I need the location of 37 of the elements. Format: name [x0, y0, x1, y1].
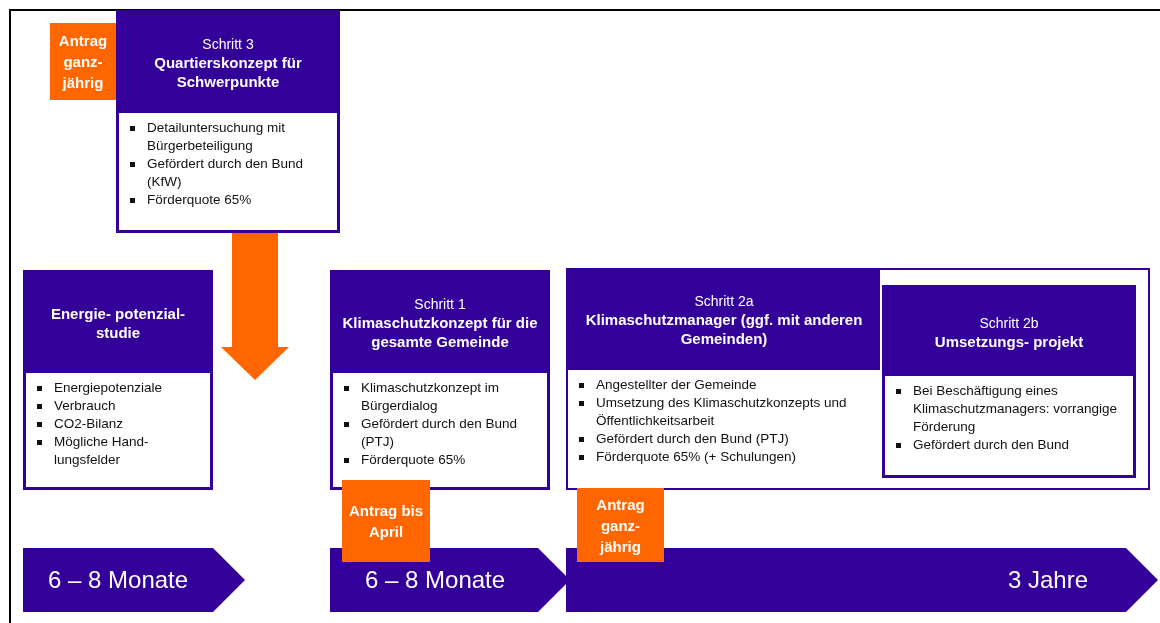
bullet-text: Gefördert durch den Bund (PTJ)	[361, 416, 518, 449]
step-title: Energie- potenzial- studie	[49, 304, 187, 342]
duration-label: 6 – 8 Monate	[48, 566, 189, 594]
bullet-text: CO2-Bilanz	[54, 416, 124, 431]
step-card	[116, 10, 340, 233]
step-title: Umsetzungs- projekt	[933, 331, 1085, 351]
duration-label: 3 Jahre	[1007, 566, 1088, 594]
group-frame	[566, 268, 1150, 490]
deadline-tag: Antrag ganz- jährig	[577, 488, 664, 562]
step-number: Schritt 2b	[978, 313, 1040, 332]
bullet-text: Gefördert durch den Bund (PTJ)	[596, 431, 789, 446]
bullet-text: Verbrauch	[54, 398, 116, 413]
bullet-text: Gefördert durch den Bund (KfW)	[147, 156, 304, 189]
step-number: Schritt 3	[201, 35, 255, 53]
bullet-text: Umsetzung des Klimaschutzkonzepts und Öffentlichkeitsarbeit	[596, 395, 847, 428]
step-card	[882, 285, 1136, 478]
bullet-text: Förderquote 65%	[147, 192, 252, 207]
bullet-text: Förderquote 65% (+ Schulungen)	[596, 449, 796, 464]
bullet-text: Gefördert durch den Bund	[913, 437, 1070, 452]
deadline-tag: Antrag ganz- jährig	[50, 23, 116, 100]
step-title: Klimaschutzmanager (ggf. mit anderen Gemeinden)	[584, 310, 864, 348]
duration-label: 6 – 8 Monate	[365, 566, 506, 594]
bullet-text: Bei Beschäftigung eines Klimaschutzmanagers: vorrangige Förderung	[913, 383, 1118, 434]
duration-band	[23, 548, 245, 612]
step-card	[330, 270, 550, 490]
bullet-text: Detailuntersuchung mit Bürgerbeteiligung	[147, 120, 286, 153]
step-number: Schritt 1	[413, 295, 467, 313]
bullet-text: Klimaschutzkonzept im Bürgerdialog	[361, 380, 500, 413]
bullet-text: Mögliche Hand- lungsfelder	[54, 434, 149, 467]
bullet-text: Angestellter der Gemeinde	[596, 377, 757, 392]
bullet-text: Förderquote 65%	[361, 452, 466, 467]
deadline-tag: Antrag bis April	[342, 480, 430, 562]
step-number: Schritt 2a	[693, 292, 755, 310]
step-title: Quartierskonzept für Schwerpunkte	[153, 53, 303, 91]
bullet-text: Energiepotenziale	[54, 380, 163, 395]
step-card	[23, 270, 213, 490]
step-title: Klimaschutzkonzept für die gesamte Gemeinde	[341, 313, 539, 351]
